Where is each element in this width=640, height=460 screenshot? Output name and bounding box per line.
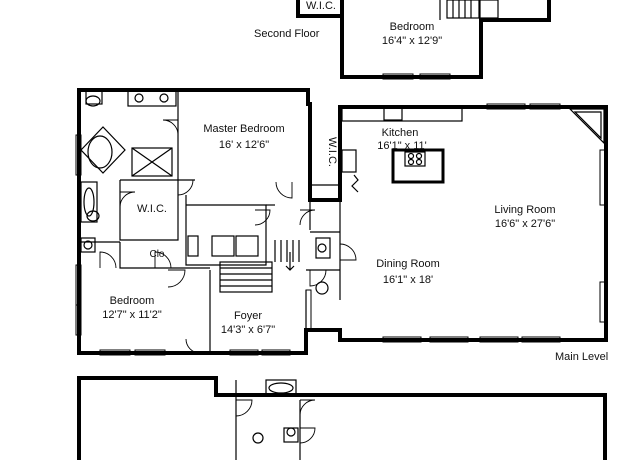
foyer-size: 14'3" x 6'7" <box>221 324 275 336</box>
bedroom-name: Bedroom <box>110 295 155 307</box>
second-floor-plan <box>296 0 551 80</box>
upper-bedroom-name: Bedroom <box>390 21 435 33</box>
upper-stairs <box>446 0 480 19</box>
main-windows <box>75 103 606 356</box>
master-wic-label: W.I.C. <box>326 137 338 167</box>
main-level-label: Main Level <box>555 351 608 363</box>
second-floor-label: Second Floor <box>254 28 320 40</box>
fireplace <box>568 108 605 145</box>
living-room-size: 16'6" x 27'6" <box>495 218 555 230</box>
kitchen-fixtures <box>341 106 463 193</box>
main-stairs <box>219 240 300 293</box>
living-room-name: Living Room <box>494 204 555 216</box>
door-swings <box>99 119 357 354</box>
dining-room-size: 16'1" x 18' <box>383 274 433 286</box>
upper-wic-label: W.I.C. <box>306 0 336 12</box>
kitchen-name: Kitchen <box>382 127 419 139</box>
dining-room-name: Dining Room <box>376 258 440 270</box>
master-bedroom-size: 16' x 12'6" <box>219 139 269 151</box>
main-level-plan <box>75 88 608 356</box>
utility-fixtures <box>187 235 331 295</box>
foyer-name: Foyer <box>234 310 262 322</box>
master-bath-fixtures <box>80 89 177 177</box>
closet-label: Clo <box>149 249 164 260</box>
lower-level-plan <box>77 376 607 460</box>
bedroom-size: 12'7" x 11'2" <box>102 309 162 321</box>
wic-left-label: W.I.C. <box>137 203 167 215</box>
upper-bedroom-size: 16'4" x 12'9" <box>382 35 442 47</box>
master-bedroom-name: Master Bedroom <box>203 123 284 135</box>
hall-bath-fixtures <box>80 181 100 253</box>
kitchen-size: 16'1" x 11' <box>377 140 427 152</box>
